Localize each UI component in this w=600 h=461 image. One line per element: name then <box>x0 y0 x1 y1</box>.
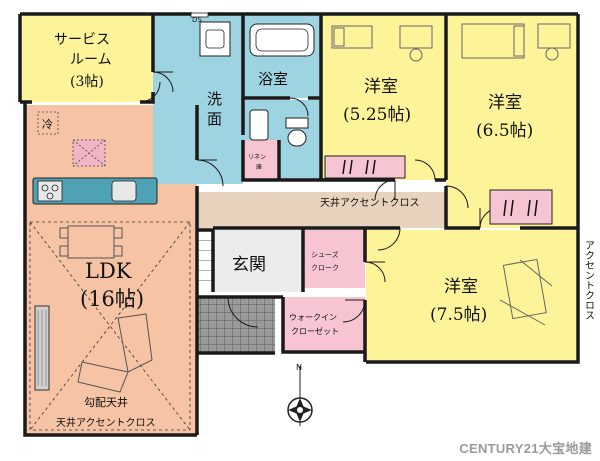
entrance-name: 玄関 <box>232 255 266 275</box>
bed-icon <box>331 23 525 59</box>
western3-area <box>366 230 576 362</box>
walls <box>18 12 580 437</box>
shoe-closet-name-1: シューズ <box>311 250 339 259</box>
doma-tiles <box>197 297 275 353</box>
bath-name: 浴室 <box>258 70 288 88</box>
hall-area <box>197 192 447 228</box>
desk-icon <box>399 23 571 326</box>
western1-name: 洋室 <box>364 77 398 97</box>
stove-icon <box>37 180 63 202</box>
western2-name: 洋室 <box>488 93 522 113</box>
ldk-ceiling-accent: 天井アクセントクロス <box>56 416 156 429</box>
western1-area <box>321 14 446 180</box>
ldk-name: LDK <box>85 259 132 283</box>
tv-unit <box>34 305 50 391</box>
north-label: N <box>296 363 302 372</box>
ldk-size: (16帖) <box>80 287 144 311</box>
fridge-label: 冷 <box>42 118 53 131</box>
ds-label: DS <box>192 16 202 24</box>
closet-western2 <box>489 189 553 225</box>
walkin-name-2: クローゼット <box>291 326 339 336</box>
western3-name: 洋室 <box>444 277 478 297</box>
ceiling-accent-lines <box>29 221 191 431</box>
service-room-area <box>20 14 153 102</box>
sofa <box>77 313 153 393</box>
shoe-closet-area <box>303 230 365 288</box>
western2-size: (6.5帖) <box>476 121 533 141</box>
service-room-size: (3帖) <box>70 74 104 90</box>
service-room-name-2: ルーム <box>70 52 112 68</box>
wash-basin-icon <box>199 21 231 57</box>
accent-cross-vertical: アクセントクロス <box>583 240 595 320</box>
sloped-ceiling-label: 勾配天井 <box>84 395 128 409</box>
western1-size: (5.25帖) <box>343 105 411 125</box>
walkin-name-1: ウォークイン <box>289 313 337 322</box>
stair-area <box>199 232 213 290</box>
linen-name-2: 庫 <box>256 163 262 171</box>
western3-size: (7.5帖) <box>430 305 487 325</box>
credit-watermark: CENTURY21大宝地建 <box>459 441 592 456</box>
washroom-name-1: 洗 <box>207 90 222 108</box>
fridge-box <box>37 111 59 135</box>
bathtub-icon <box>249 23 315 57</box>
walkin-area <box>283 297 365 352</box>
sink-icon <box>111 180 137 202</box>
closet-western1 <box>324 155 406 179</box>
toilet-icon <box>285 117 309 147</box>
washing-machine-icon <box>249 109 269 141</box>
shoe-closet-name-2: クローク <box>311 264 339 272</box>
linen-area <box>243 140 279 180</box>
linen-name-1: リネン <box>248 154 266 161</box>
service-room-name-1: サービス <box>54 32 110 48</box>
entrance-area <box>213 230 303 292</box>
hall-ceiling-accent: 天井アクセントクロス <box>320 196 420 209</box>
dining-furniture <box>59 225 123 259</box>
washroom-name-2: 面 <box>207 110 222 128</box>
doors <box>139 71 501 328</box>
compass-icon: N <box>287 363 313 426</box>
